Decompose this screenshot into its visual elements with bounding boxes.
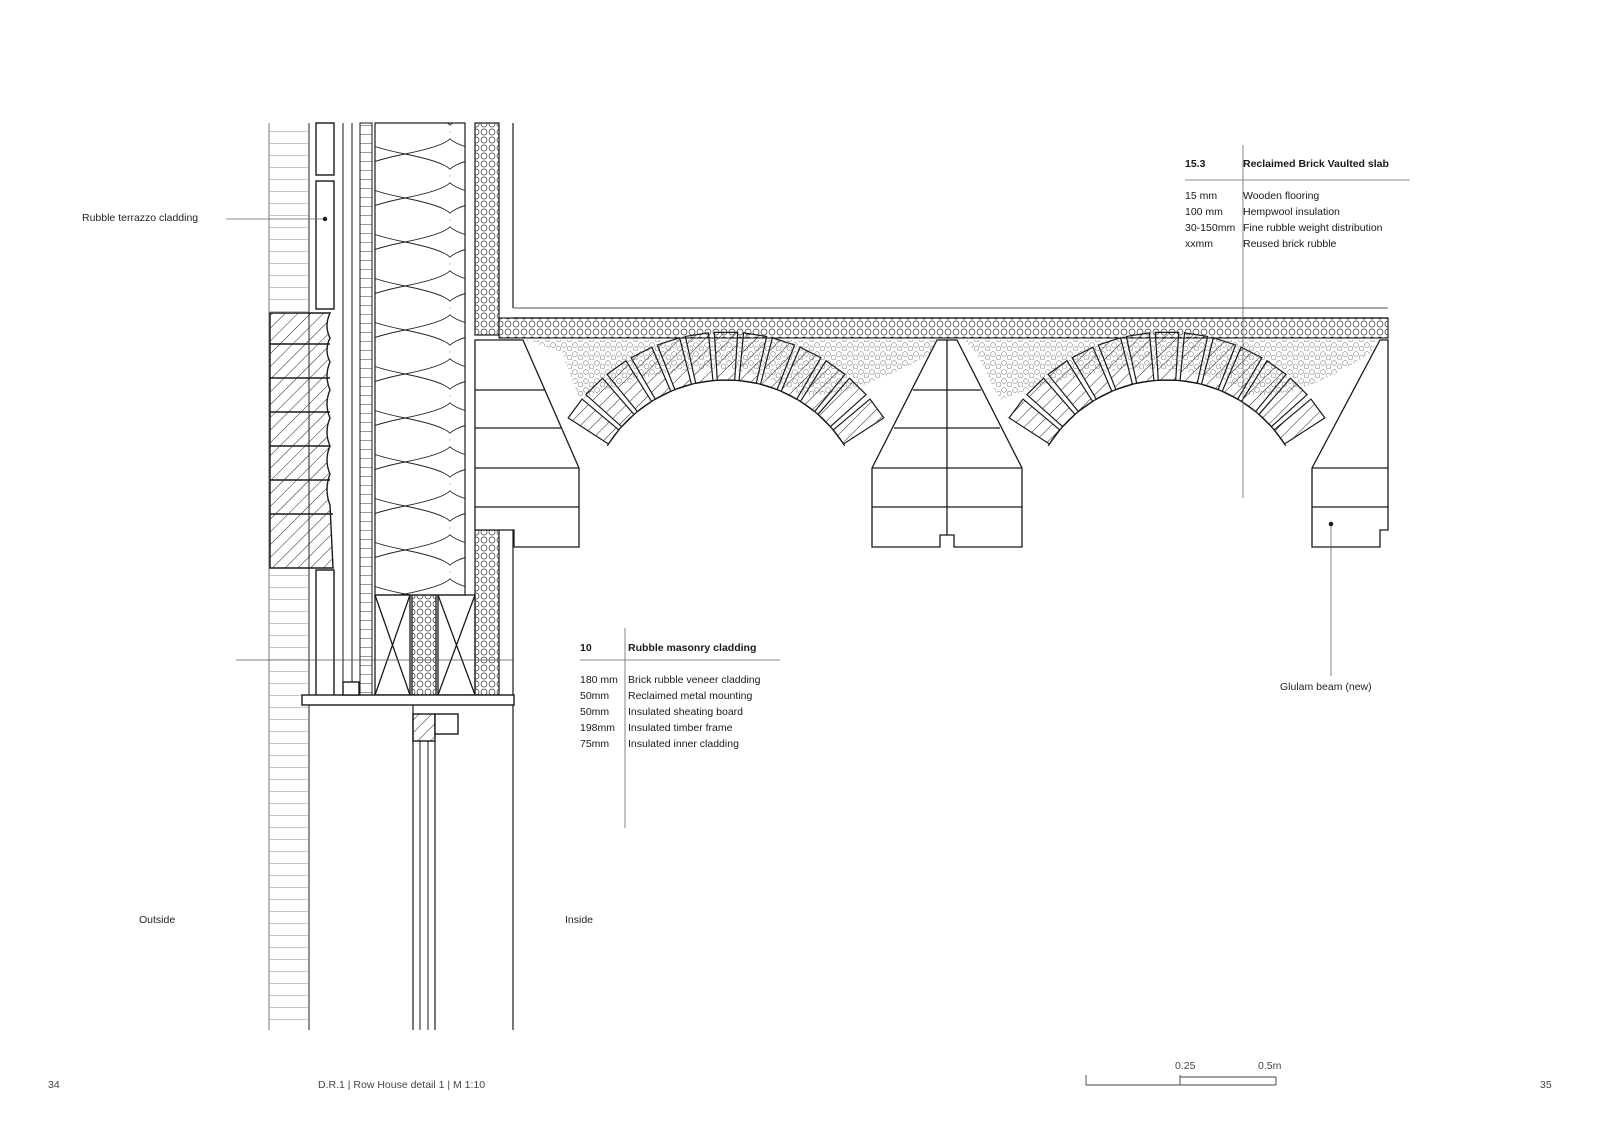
vault-brick-arches bbox=[567, 331, 1326, 447]
slab-supports bbox=[474, 339, 1389, 548]
vault-intrados bbox=[1047, 379, 1287, 447]
scale-bar bbox=[1085, 1075, 1277, 1086]
spec-row: 30-150mm Fine rubble weight distribution bbox=[1185, 220, 1415, 236]
spec-thickness: 50mm bbox=[580, 690, 610, 702]
spec-row: 15 mm Wooden flooring bbox=[1185, 188, 1415, 204]
spec-thickness: 15 mm bbox=[1185, 190, 1218, 202]
spec-layer: Insulated timber frame bbox=[628, 722, 733, 734]
spec-row: 180 mm Brick rubble veneer cladding bbox=[580, 672, 780, 688]
spec-slab-head: 15.3 Reclaimed Brick Vaulted slab bbox=[1185, 156, 1415, 174]
label-glulam-beam: Glulam beam (new) bbox=[1280, 681, 1372, 693]
spec-layer: Insulated sheating board bbox=[628, 706, 744, 718]
spec-thickness: 100 mm bbox=[1185, 206, 1223, 218]
spec-slab-rows: 15 mm Wooden flooring 100 mm Hempwool insul… bbox=[1185, 188, 1415, 252]
vault-brick bbox=[713, 331, 739, 381]
exterior-brick-veneer bbox=[268, 123, 310, 1030]
timber-frame-insulation bbox=[374, 122, 466, 596]
spec-wall-title: Rubble masonry cladding bbox=[628, 642, 757, 654]
spec-slab-code: 15.3 bbox=[1185, 158, 1206, 170]
timber-frame-base bbox=[374, 594, 476, 696]
page-number-right: 35 bbox=[1540, 1079, 1552, 1091]
spec-wall: 10 Rubble masonry cladding 180 mm Brick r… bbox=[580, 640, 780, 752]
spec-layer: Wooden flooring bbox=[1243, 190, 1320, 202]
spec-layer: Reused brick rubble bbox=[1243, 238, 1337, 250]
spec-row: 50mm Insulated sheating board bbox=[580, 704, 780, 720]
spec-thickness: 180 mm bbox=[580, 674, 618, 686]
spec-layer: Insulated inner cladding bbox=[628, 738, 739, 750]
spec-layer: Reclaimed metal mounting bbox=[628, 690, 753, 702]
spec-thickness: 198mm bbox=[580, 722, 616, 734]
scale-label-2: 0.5m bbox=[1258, 1060, 1282, 1072]
spec-thickness: 50mm bbox=[580, 706, 610, 718]
spec-layer: Fine rubble weight distribution bbox=[1243, 222, 1383, 234]
vault-brick bbox=[1154, 331, 1180, 381]
spec-thickness: xxmm bbox=[1185, 238, 1213, 250]
spec-wall-rows: 180 mm Brick rubble veneer cladding 50mm Re… bbox=[580, 672, 780, 752]
spec-row: xxmm Reused brick rubble bbox=[1185, 236, 1415, 252]
sill-plate bbox=[236, 659, 515, 1030]
spec-row: 100 mm Hempwool insulation bbox=[1185, 204, 1415, 220]
spec-layer: Brick rubble veneer cladding bbox=[628, 674, 761, 686]
label-terrazzo-cladding: Rubble terrazzo cladding bbox=[82, 212, 199, 224]
spec-slab: 15.3 Reclaimed Brick Vaulted slab 15 mm W… bbox=[1185, 156, 1415, 252]
metal-mounting-layer bbox=[342, 122, 373, 696]
page-number-left: 34 bbox=[48, 1079, 60, 1091]
spec-layer: Hempwool insulation bbox=[1243, 206, 1340, 218]
spec-thickness: 30-150mm bbox=[1185, 222, 1236, 234]
spec-wall-head: 10 Rubble masonry cladding bbox=[580, 640, 780, 658]
spec-thickness: 75mm bbox=[580, 738, 610, 750]
spec-row: 198mm Insulated timber frame bbox=[580, 720, 780, 736]
spec-wall-code: 10 bbox=[580, 642, 592, 654]
spec-row: 50mm Reclaimed metal mounting bbox=[580, 688, 780, 704]
vault-intrados bbox=[606, 379, 846, 447]
scale-label-1: 0.25 bbox=[1175, 1060, 1196, 1072]
label-inside: Inside bbox=[565, 914, 594, 926]
inner-cladding-layer bbox=[474, 122, 514, 1030]
spec-slab-title: Reclaimed Brick Vaulted slab bbox=[1243, 158, 1389, 170]
label-outside: Outside bbox=[139, 914, 176, 926]
spec-row: 75mm Insulated inner cladding bbox=[580, 736, 780, 752]
rubble-masonry-block bbox=[269, 312, 334, 569]
terrazzo-panels bbox=[315, 122, 335, 697]
leader-lines bbox=[226, 145, 1410, 828]
page-caption: D.R.1 | Row House detail 1 | M 1:10 bbox=[318, 1079, 486, 1091]
